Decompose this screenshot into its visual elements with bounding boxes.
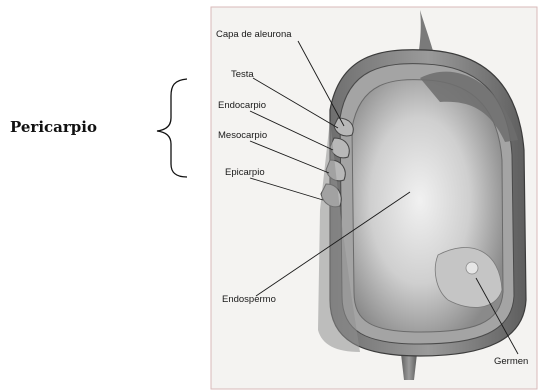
label-endospermo: Endospermo: [222, 294, 276, 305]
germ-core: [466, 262, 478, 274]
label-testa: Testa: [231, 69, 254, 80]
label-epicarpio: Epicarpio: [225, 167, 265, 178]
label-capa-aleurona: Capa de aleurona: [216, 29, 292, 40]
label-germen: Germen: [494, 356, 528, 367]
label-endocarpio: Endocarpio: [218, 100, 266, 111]
label-mesocarpio: Mesocarpio: [218, 130, 267, 141]
pericarpio-brace: [157, 79, 187, 177]
